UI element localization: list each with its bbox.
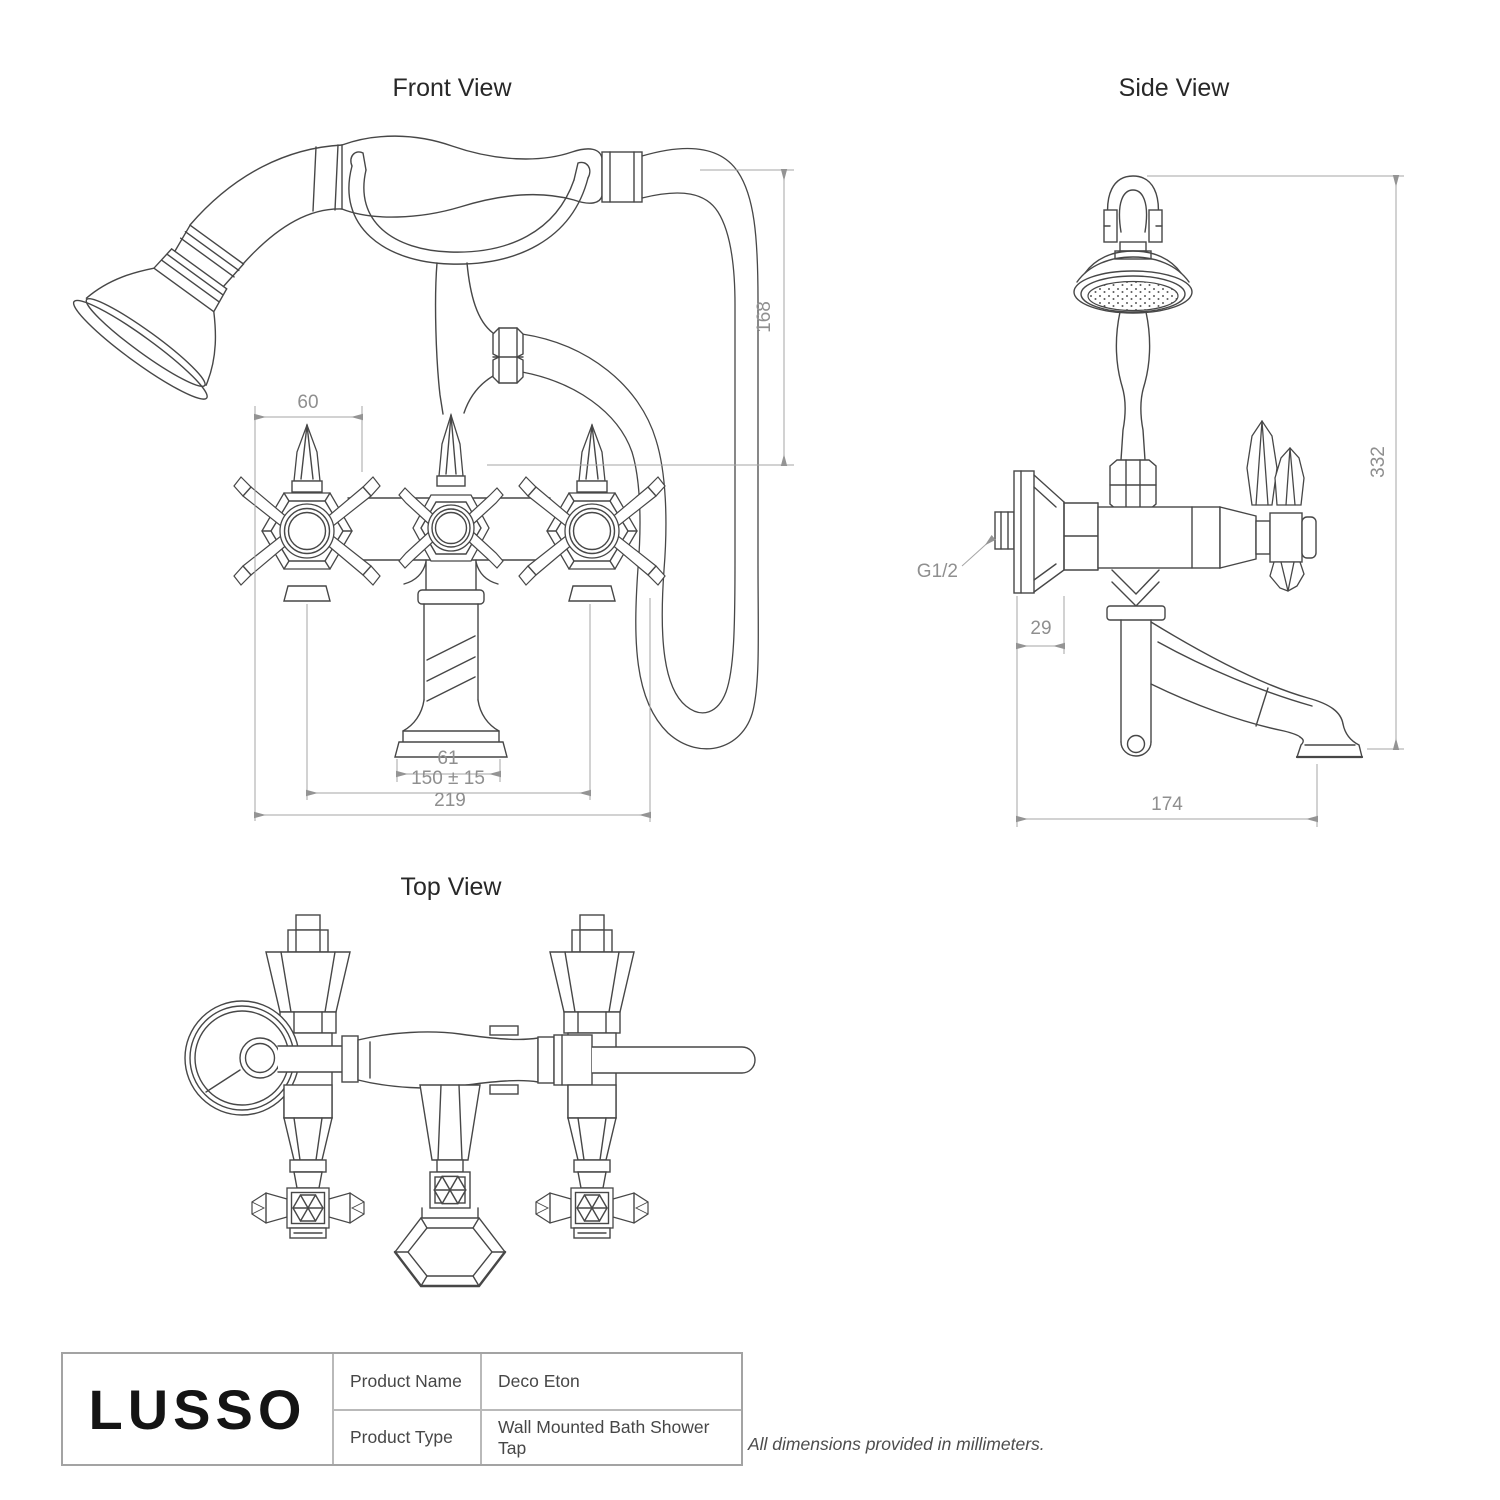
side-wand: [1115, 311, 1126, 461]
front-view-title: Front View: [392, 74, 512, 102]
dim-side-thread: G1/2: [917, 561, 958, 582]
product-name-value: Deco Eton: [480, 1354, 741, 1409]
product-type-value: Wall Mounted Bath Shower Tap: [480, 1409, 741, 1464]
product-type-label: Product Type: [332, 1409, 480, 1464]
top-view-drawing: [184, 914, 756, 1288]
brand-logo: LUSSO: [88, 1377, 307, 1441]
title-block: LUSSO Product Name Deco Eton Product Typ…: [61, 1352, 743, 1466]
cold-valve-handle: [518, 424, 666, 586]
dim-side-wall-offset: 29: [1030, 618, 1051, 639]
side-view-title: Side View: [1118, 74, 1230, 102]
wall-fixing: [994, 470, 1099, 594]
top-hot-valve-lower: [252, 1084, 364, 1238]
hose-outlet-nut: [492, 327, 524, 384]
dim-front-base-width: 61: [437, 748, 458, 769]
tap-column: [394, 559, 508, 758]
handset-head: [72, 224, 245, 400]
dim-side-reach: 174: [1151, 794, 1183, 815]
top-cold-valve-lower: [536, 1084, 648, 1238]
shower-hose: [521, 147, 759, 750]
dim-front-overall-width: 219: [434, 790, 466, 811]
diverter-handle: [398, 414, 504, 569]
handset-grip: [341, 135, 643, 218]
side-shower-head: [1073, 241, 1193, 314]
side-view-dimensions: [961, 175, 1404, 827]
dim-side-height: 332: [1368, 446, 1389, 478]
units-footnote: All dimensions provided in millimeters.: [748, 1434, 1045, 1454]
diverter-lever: [1246, 419, 1305, 592]
dim-front-centres: 150 ± 15: [411, 768, 485, 789]
side-body: [1097, 506, 1317, 569]
handset-neck: [189, 144, 343, 226]
hook-ring: [1103, 175, 1163, 243]
front-view-drawing: [72, 135, 759, 758]
top-spout: [393, 1084, 507, 1288]
hot-valve-handle: [233, 424, 381, 586]
dim-front-top-offset: 60: [297, 392, 318, 413]
front-view-dimensions: [254, 169, 794, 822]
product-name-label: Product Name: [332, 1354, 480, 1409]
dim-front-height: 168: [754, 301, 775, 333]
top-view-title: Top View: [400, 873, 502, 901]
handset-cradle: [348, 151, 591, 415]
side-view-drawing: [994, 175, 1364, 759]
top-handset: [239, 1025, 756, 1095]
side-spout: [1106, 569, 1364, 759]
